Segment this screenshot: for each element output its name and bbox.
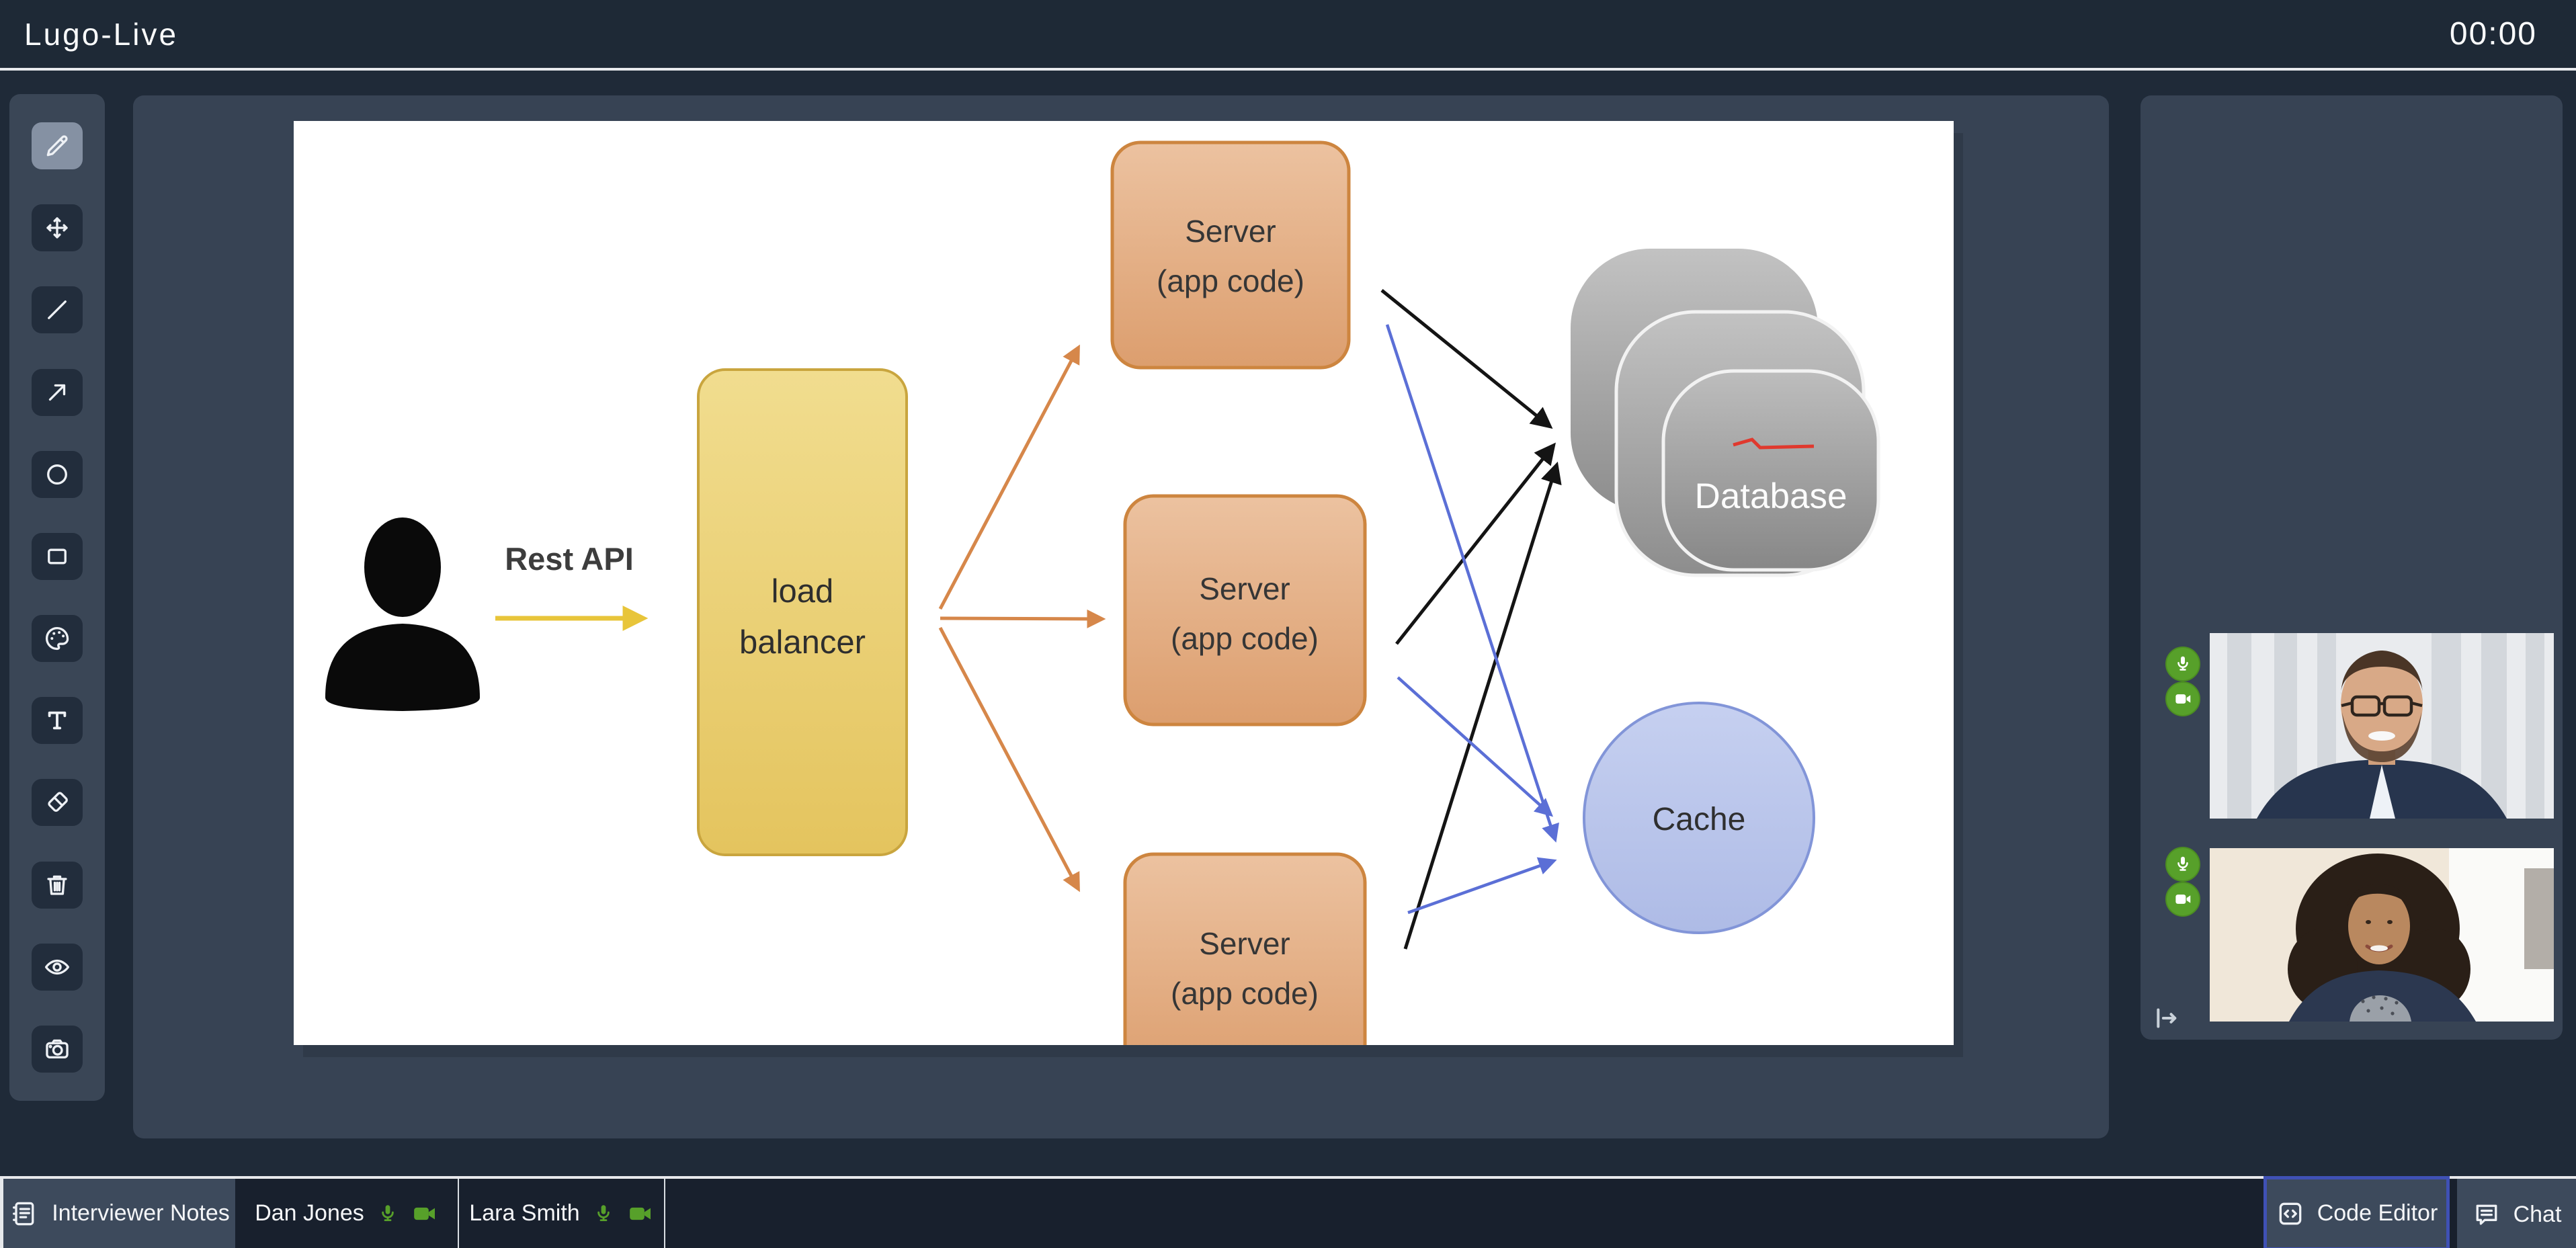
camera-icon [46, 1039, 69, 1058]
svg-text:(app code): (app code) [1171, 621, 1319, 656]
server-node-3: Server (app code) [1123, 852, 1367, 1045]
video-camera-icon [2175, 694, 2191, 704]
interviewer-notes-label: Interviewer Notes [52, 1200, 230, 1226]
bottom-bar: Interviewer Notes Dan Jones Lara Smith [0, 1176, 2576, 1248]
session-timer: 00:00 [2449, 16, 2537, 52]
svg-text:(app code): (app code) [1171, 976, 1319, 1011]
svg-text:Server: Server [1199, 926, 1290, 961]
load-balancer-arrows [938, 344, 1106, 892]
top-bar: Lugo-Live 00:00 [0, 0, 2576, 71]
svg-text:Database: Database [1695, 476, 1847, 516]
load-balancer-node: load balancer [697, 368, 908, 856]
svg-text:Server: Server [1199, 571, 1290, 606]
whiteboard-canvas[interactable]: Rest API load balancer Server [294, 121, 1954, 1045]
eye-icon [44, 959, 70, 974]
svg-text:balancer: balancer [739, 624, 866, 661]
svg-text:Server: Server [1185, 214, 1276, 249]
participants-panel [2141, 95, 2563, 1040]
line-icon [48, 300, 67, 320]
tool-color-palette-button[interactable] [32, 615, 83, 663]
tool-visibility-button[interactable] [32, 943, 83, 991]
participant-1-camera-button[interactable] [2165, 681, 2200, 716]
chat-label: Chat [2513, 1202, 2562, 1227]
svg-text:(app code): (app code) [1157, 263, 1304, 298]
participant-2-mic-button[interactable] [2165, 847, 2200, 882]
cache-arrows [1385, 324, 1559, 915]
chat-icon [2476, 1204, 2497, 1224]
participant-chip-dan-jones[interactable]: Dan Jones [235, 1179, 459, 1248]
collapse-right-icon [2157, 1008, 2177, 1028]
camera-status-icon [629, 1207, 651, 1220]
arrow-icon [48, 384, 66, 401]
eraser-icon [48, 792, 68, 813]
participant-1-video-frame [2210, 633, 2554, 819]
participant-video-2 [2210, 848, 2554, 1022]
tool-text-button[interactable] [32, 697, 83, 745]
tool-move-button[interactable] [32, 204, 83, 252]
rest-api-label: Rest API [505, 541, 634, 577]
video-camera-icon [2175, 895, 2191, 904]
participant-name: Dan Jones [255, 1200, 364, 1226]
tool-clear-button[interactable] [32, 861, 83, 909]
red-pen-annotation [1733, 438, 1815, 450]
code-editor-label: Code Editor [2317, 1200, 2438, 1226]
tool-line-button[interactable] [32, 286, 83, 334]
collapse-panel-button[interactable] [2151, 1004, 2181, 1034]
mic-icon [2177, 656, 2188, 671]
chat-button[interactable]: Chat [2457, 1179, 2576, 1248]
trash-icon [47, 875, 67, 895]
camera-status-icon [413, 1207, 435, 1220]
database-arrows [1380, 289, 1562, 950]
participant-1-mic-button[interactable] [2165, 647, 2200, 681]
mic-icon [2177, 856, 2188, 871]
pencil-icon [46, 135, 68, 157]
svg-text:Cache: Cache [1653, 802, 1746, 837]
text-icon [48, 711, 67, 730]
cache-node: Cache [1583, 702, 1815, 934]
participant-name: Lara Smith [469, 1200, 580, 1226]
participant-video-1 [2210, 633, 2554, 819]
tool-pen-button[interactable] [32, 122, 83, 169]
code-icon [2279, 1202, 2302, 1224]
move-icon [46, 217, 68, 239]
tool-ellipse-button[interactable] [32, 450, 83, 498]
server-node-1: Server (app code) [1110, 140, 1351, 370]
user-icon [325, 517, 480, 711]
participant-2-video-frame [2210, 848, 2554, 1022]
server-node-2: Server (app code) [1123, 494, 1367, 726]
notes-icon [13, 1202, 34, 1225]
palette-icon [46, 626, 69, 651]
app-title: Lugo-Live [24, 16, 179, 52]
participant-2-camera-button[interactable] [2165, 882, 2200, 917]
tool-screenshot-button[interactable] [32, 1025, 83, 1073]
circle-icon [47, 464, 67, 485]
mic-status-icon [381, 1204, 394, 1221]
tool-arrow-button[interactable] [32, 368, 83, 416]
mic-status-icon [597, 1204, 610, 1221]
code-editor-button[interactable]: Code Editor [2263, 1176, 2450, 1248]
tool-rectangle-button[interactable] [32, 532, 83, 580]
rectangle-icon [48, 548, 67, 565]
svg-text:load: load [772, 573, 834, 610]
architecture-diagram: Rest API load balancer Server [325, 140, 1880, 1045]
database-node: Database [1571, 249, 1880, 577]
drawing-toolbar [9, 94, 105, 1101]
interviewer-notes-tab[interactable]: Interviewer Notes [0, 1179, 235, 1248]
canvas-panel: Rest API load balancer Server [133, 95, 2109, 1138]
tool-eraser-button[interactable] [32, 779, 83, 827]
participant-chip-lara-smith[interactable]: Lara Smith [459, 1179, 665, 1248]
